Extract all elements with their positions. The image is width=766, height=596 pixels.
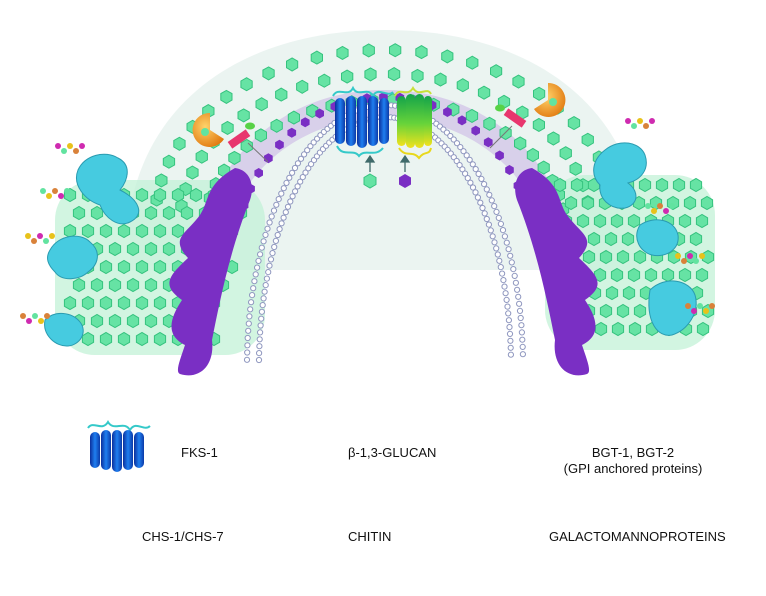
legend-label-galacto: GALACTOMANNOPROTEINS (549, 529, 726, 544)
legend-label-bgt-line1: BGT-1, BGT-2 (591, 445, 675, 460)
udp-glucose-monomer (363, 173, 377, 189)
chitin-lobe-right (515, 168, 598, 376)
chs-protein (394, 86, 432, 160)
fks1-protein (332, 85, 394, 158)
bgt-enzyme-right (489, 82, 566, 149)
substrate-arrows (364, 154, 411, 172)
chitin-lobe-left (169, 168, 252, 376)
galactomannoproteins-right (593, 142, 697, 336)
legend-label-chs: CHS-1/CHS-7 (142, 529, 224, 544)
galactomannoproteins-left (44, 153, 140, 347)
legend-label-bgt-line2: (GPI anchored proteins) (563, 461, 703, 476)
legend-label-fks1: FKS-1 (181, 445, 218, 460)
udp-glcnac-monomer (399, 174, 411, 188)
legend-fks1-icon (87, 420, 151, 472)
glycan-decorations (20, 118, 715, 324)
legend-label-glucan: β-1,3-GLUCAN (348, 445, 437, 460)
legend-label-chitin: CHITIN (348, 529, 392, 544)
bgt-enzyme-left (192, 112, 269, 163)
